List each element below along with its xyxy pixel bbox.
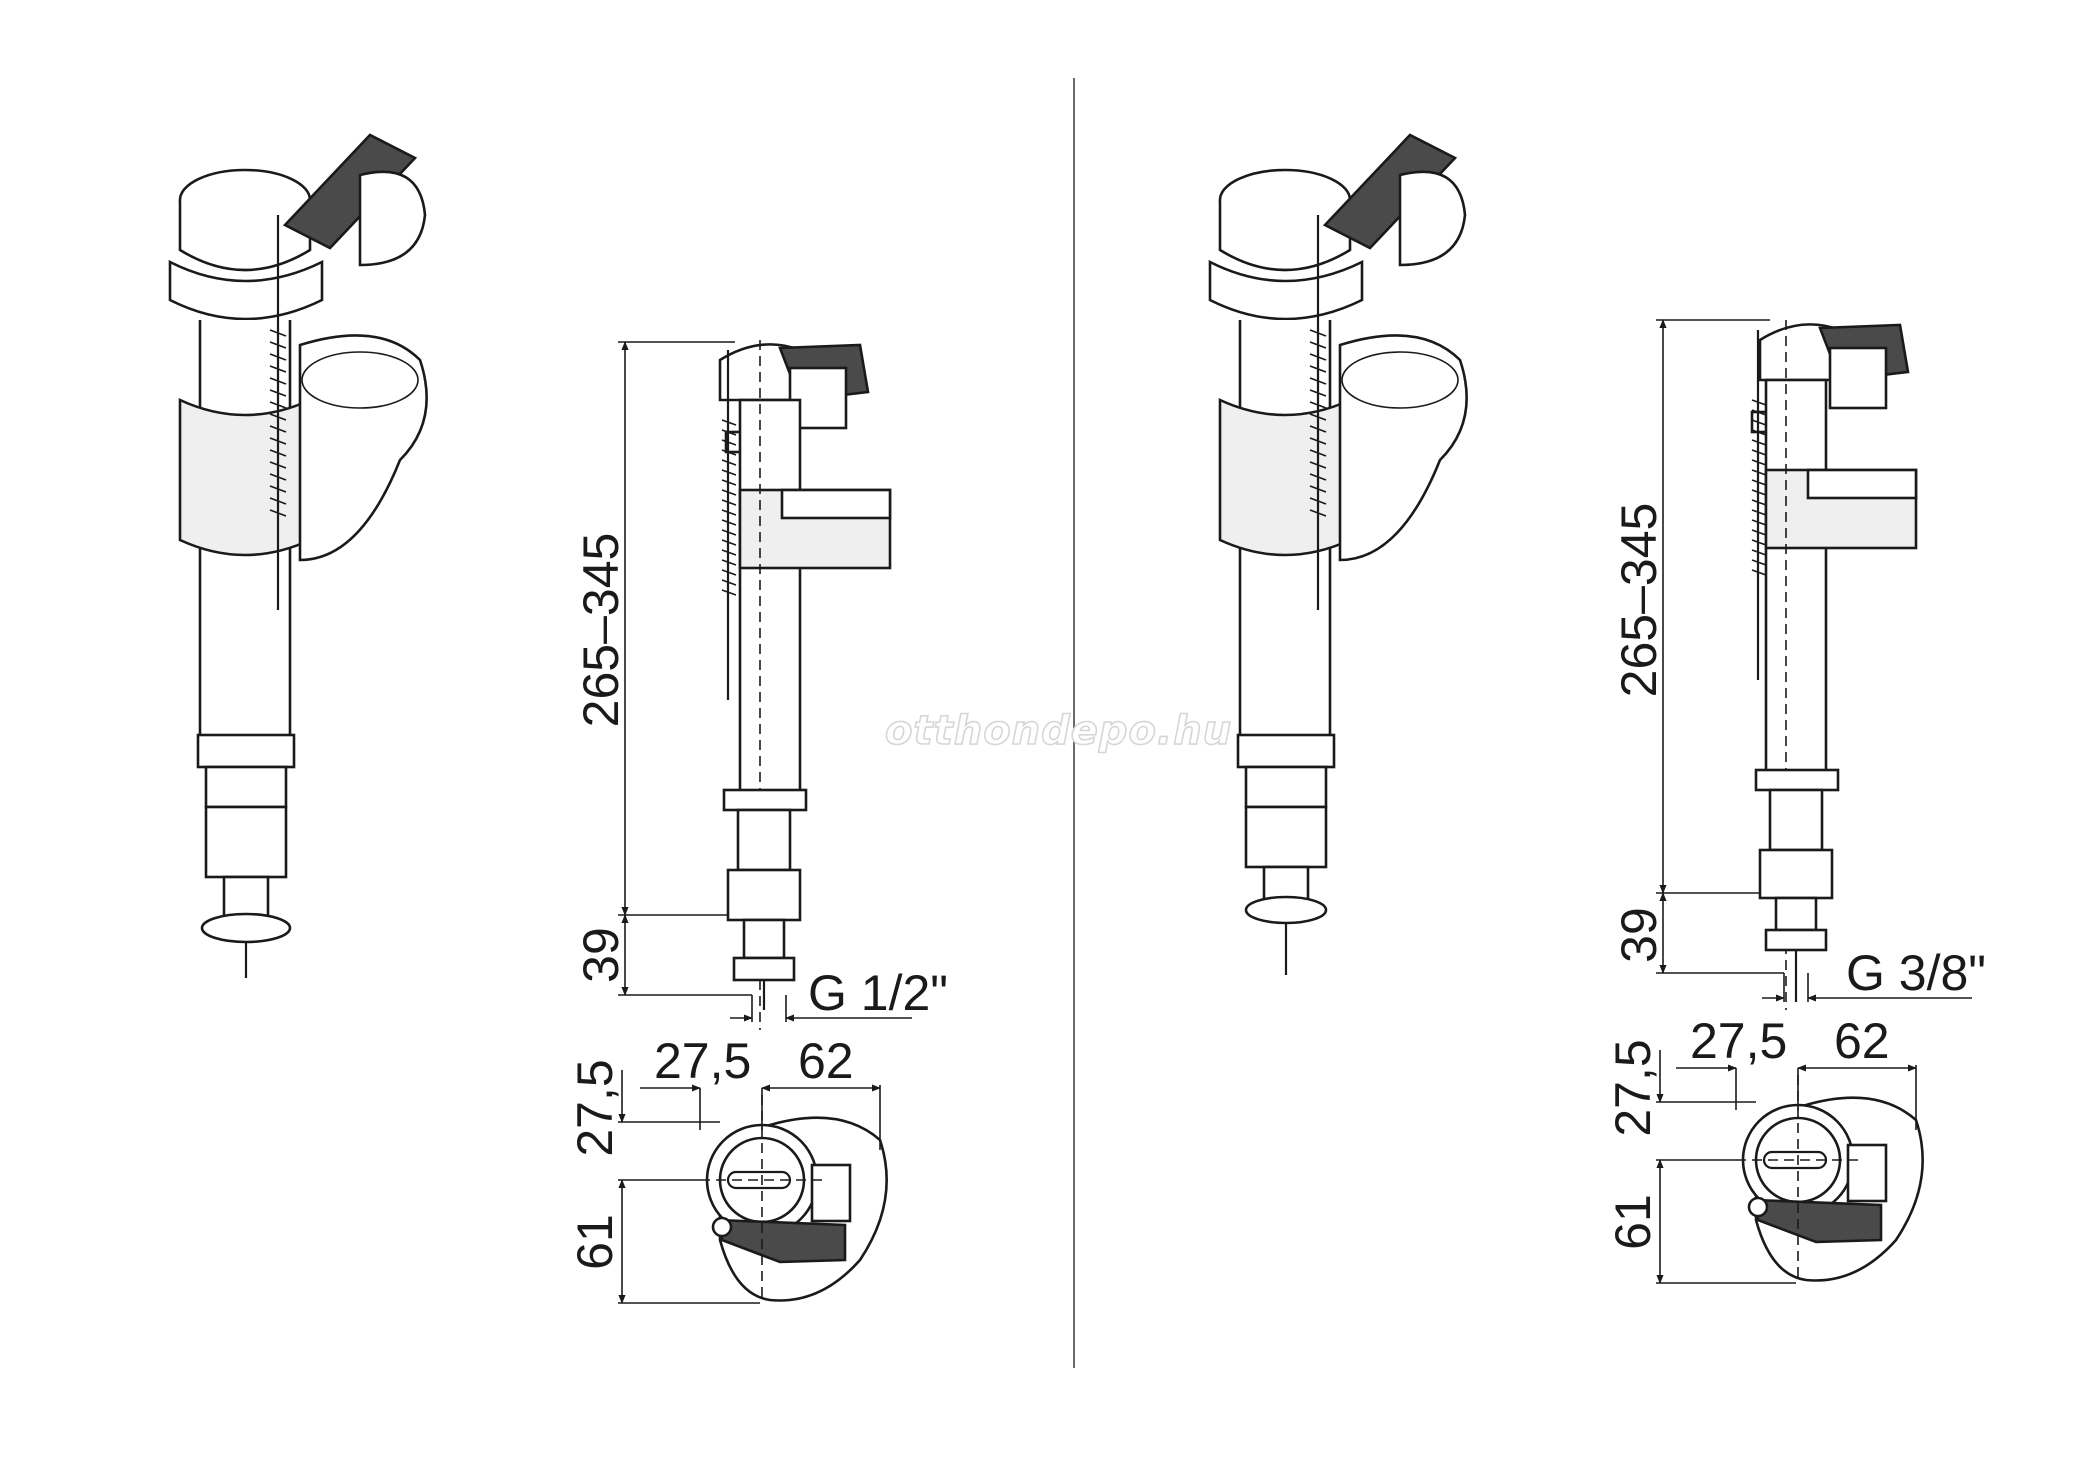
plan-dimensions-left: 27,5 62 27,5 61 — [567, 1033, 881, 1304]
left-panel: 265–345 39 G 1/2" 27,5 — [168, 133, 948, 1304]
valve-side-elevation-right — [1750, 320, 1918, 1010]
thread-size-label-left: G 1/2" — [808, 965, 948, 1021]
dimension-lines-right: 265–345 39 G 3/8" — [1611, 319, 1986, 1002]
thread-size-label-right: G 3/8" — [1846, 945, 1986, 1001]
valve-plan-view-right — [1736, 1075, 1924, 1282]
inlet-height-label-left: 39 — [573, 927, 629, 983]
inlet-height-label-right: 39 — [1611, 907, 1667, 963]
valve-side-elevation-left — [718, 340, 892, 1030]
valve-3d-view-right — [1208, 133, 1468, 975]
height-range-label-right: 265–345 — [1611, 503, 1667, 698]
dimension-lines-left: 265–345 39 G 1/2" — [573, 341, 948, 1022]
width-label-left: 62 — [798, 1033, 854, 1089]
offset-y-label-right: 27,5 — [1605, 1039, 1661, 1136]
depth-label-left: 61 — [567, 1214, 623, 1270]
offset-x-label-right: 27,5 — [1690, 1013, 1787, 1069]
watermark: otthondepo.hu — [885, 708, 1232, 754]
offset-x-label-left: 27,5 — [654, 1033, 751, 1089]
valve-plan-view-left — [700, 1095, 888, 1302]
depth-label-right: 61 — [1605, 1194, 1661, 1250]
offset-y-label-left: 27,5 — [567, 1059, 623, 1156]
height-range-label-left: 265–345 — [573, 533, 629, 728]
width-label-right: 62 — [1834, 1013, 1890, 1069]
valve-3d-view-left — [168, 133, 428, 978]
right-panel: 265–345 39 G 3/8" 27,5 — [1208, 133, 1986, 1284]
plan-dimensions-right: 27,5 62 27,5 61 — [1605, 1013, 1917, 1284]
